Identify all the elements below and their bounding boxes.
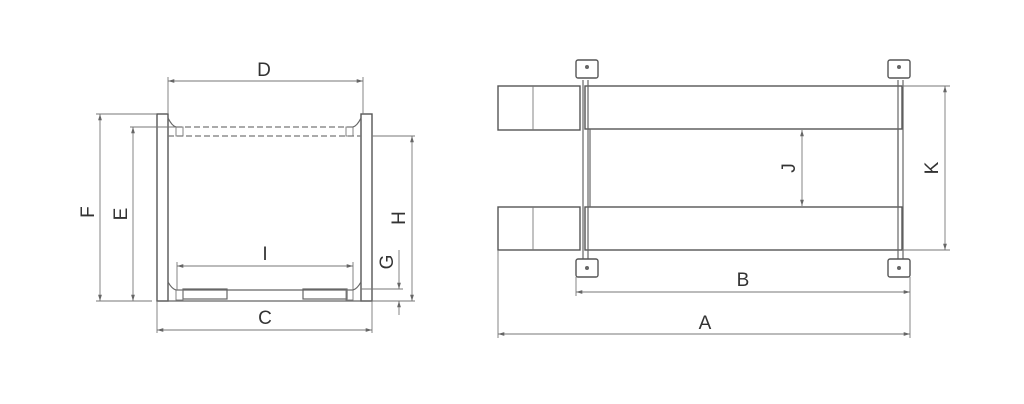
dimension-h: H [372,135,415,302]
post-bottom-left [575,258,599,278]
post-bottom-right [887,258,911,278]
lowered-platform [167,281,362,301]
post-top-right [887,59,911,79]
ramp-top [497,85,581,131]
dimension-i: I [176,244,354,290]
runway-top [584,85,903,130]
label-b: B [737,270,750,291]
post-top-left [575,59,599,79]
crossbeams [582,80,904,260]
runway-bottom [584,206,903,251]
dimension-b: B [575,270,911,338]
dimension-k: K [902,85,950,251]
label-e: E [111,208,132,221]
dimension-f: F [78,113,157,302]
top-view: J K B A [497,59,950,338]
dimension-a: A [497,250,910,338]
label-a: A [699,313,712,334]
dimension-e: E [111,126,176,301]
label-j: J [779,163,800,173]
dimension-c: C [156,301,373,333]
dimension-j: J [779,130,804,206]
label-f: F [78,206,99,218]
front-view: D F E H G I [78,60,415,333]
label-h: H [389,211,410,225]
ramp-bottom [497,206,581,251]
label-k: K [922,161,943,174]
label-i: I [262,244,267,265]
center-opening [589,128,899,208]
dimension-g: G [361,250,403,315]
right-post [360,113,373,302]
raised-platform [167,117,362,137]
left-post [156,113,169,302]
label-d: D [257,60,271,81]
label-c: C [258,308,272,329]
label-g: G [377,255,398,270]
dimension-d: D [167,60,364,114]
